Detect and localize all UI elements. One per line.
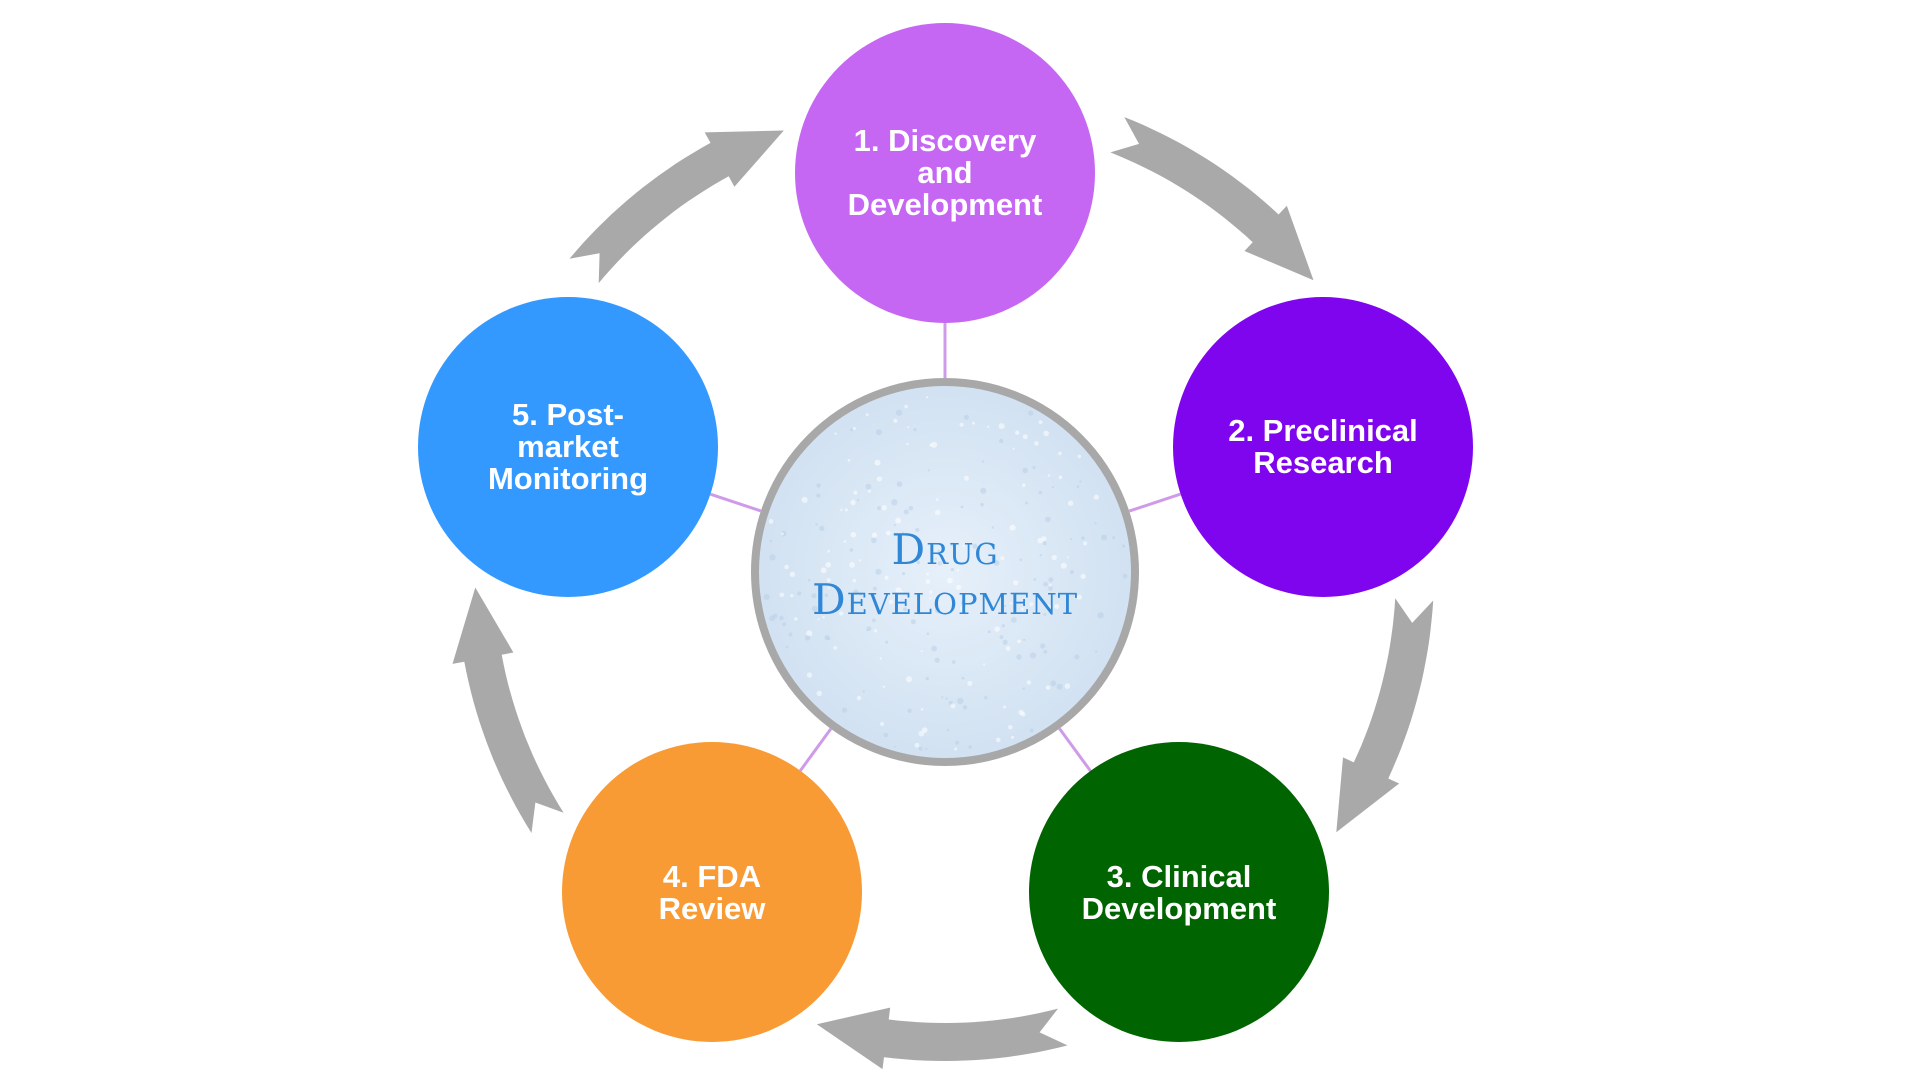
stage-4-circle (562, 742, 862, 1042)
connector-line-4 (799, 727, 833, 772)
stage-circles (418, 23, 1473, 1042)
center-title-line2: Development (811, 575, 1079, 624)
center-hub-texture (763, 396, 1128, 751)
connector-line-3 (1058, 727, 1092, 772)
stage-3-circle (1029, 742, 1329, 1042)
stage-5-circle (418, 297, 718, 597)
stage-1-circle (795, 23, 1095, 323)
connector-line-5 (709, 492, 762, 513)
center-hub-circle (751, 378, 1139, 766)
cycle-arrow-4 (452, 587, 564, 833)
center-title: Drug Development (775, 515, 1115, 635)
cycle-arrow-2 (1336, 598, 1434, 833)
cycle-arrow-5 (569, 130, 784, 284)
cycle-arrows (452, 117, 1434, 1070)
connector-line-2 (1128, 492, 1182, 513)
hub-connectors (709, 323, 1182, 772)
center-title-line1: Drug (891, 525, 999, 574)
cycle-arrow-1 (1110, 117, 1314, 281)
cycle-arrow-3 (816, 1007, 1068, 1070)
stage-2-circle (1173, 297, 1473, 597)
